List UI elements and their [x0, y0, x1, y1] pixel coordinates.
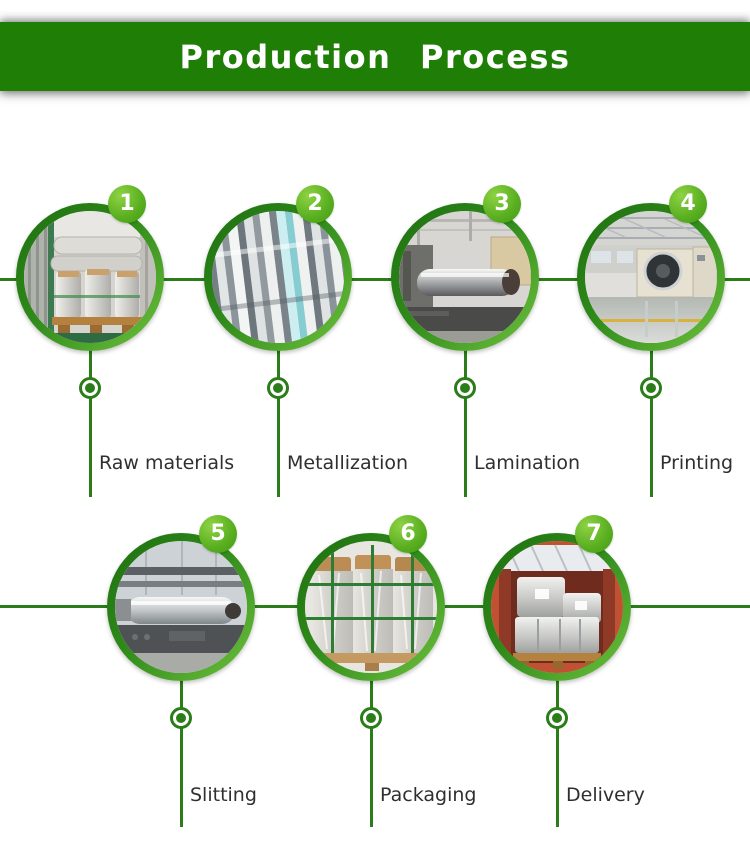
step-label: Metallization	[287, 452, 409, 474]
step-label: Printing	[660, 452, 734, 474]
step-marker-dot	[552, 713, 562, 723]
step-number: 2	[307, 191, 323, 216]
step-number: 5	[210, 521, 226, 546]
step-number-badge: 6	[389, 515, 427, 553]
step-marker-dot	[273, 383, 283, 393]
step-stem-line	[89, 340, 92, 497]
step-marker-ring	[170, 707, 192, 729]
page-title: Production Process	[179, 37, 571, 76]
step-number-badge: 3	[483, 185, 521, 223]
packaging-photo	[305, 541, 437, 673]
raw-materials-photo	[24, 211, 156, 343]
step-stem-line	[370, 670, 373, 827]
delivery-illustration	[491, 541, 623, 673]
step-stem-line	[556, 670, 559, 827]
step-number-badge: 7	[575, 515, 613, 553]
step-stem-line	[180, 670, 183, 827]
step-marker-ring	[640, 377, 662, 399]
step-marker-dot	[85, 383, 95, 393]
step-label: Packaging	[380, 784, 477, 806]
step-number: 3	[494, 191, 510, 216]
step-number-badge: 1	[108, 185, 146, 223]
step-marker-ring	[360, 707, 382, 729]
step-number: 7	[586, 521, 602, 546]
step-number-badge: 5	[199, 515, 237, 553]
step-number: 1	[119, 191, 135, 216]
metallization-photo	[212, 211, 344, 343]
step-marker-dot	[366, 713, 376, 723]
connector-line-row1	[0, 278, 750, 281]
lamination-photo	[399, 211, 531, 343]
printing-illustration	[585, 211, 717, 343]
step-photo-ring	[107, 533, 255, 681]
step-marker-dot	[176, 713, 186, 723]
step-photo-ring	[577, 203, 725, 351]
step-stem-line	[277, 340, 280, 497]
printing-photo	[585, 211, 717, 343]
slitting-photo	[115, 541, 247, 673]
header-banner: Production Process	[0, 22, 750, 91]
step-number: 6	[400, 521, 416, 546]
step-marker-ring	[267, 377, 289, 399]
step-marker-ring	[79, 377, 101, 399]
step-marker-ring	[454, 377, 476, 399]
slitting-illustration	[115, 541, 247, 673]
step-photo-ring	[391, 203, 539, 351]
step-marker-dot	[460, 383, 470, 393]
packaging-illustration	[305, 541, 437, 673]
delivery-photo	[491, 541, 623, 673]
step-label: Slitting	[190, 784, 257, 806]
step-stem-line	[464, 340, 467, 497]
metallization-illustration	[212, 211, 344, 343]
step-photo-ring	[297, 533, 445, 681]
step-label: Raw materials	[99, 452, 235, 474]
lamination-illustration	[399, 211, 531, 343]
step-stem-line	[650, 340, 653, 497]
step-photo-ring	[483, 533, 631, 681]
step-photo-ring	[16, 203, 164, 351]
step-label: Lamination	[474, 452, 581, 474]
step-number: 4	[680, 191, 696, 216]
step-number-badge: 2	[296, 185, 334, 223]
raw-materials-illustration	[24, 211, 156, 343]
step-marker-dot	[646, 383, 656, 393]
step-number-badge: 4	[669, 185, 707, 223]
step-photo-ring	[204, 203, 352, 351]
step-label: Delivery	[566, 784, 645, 806]
step-marker-ring	[546, 707, 568, 729]
